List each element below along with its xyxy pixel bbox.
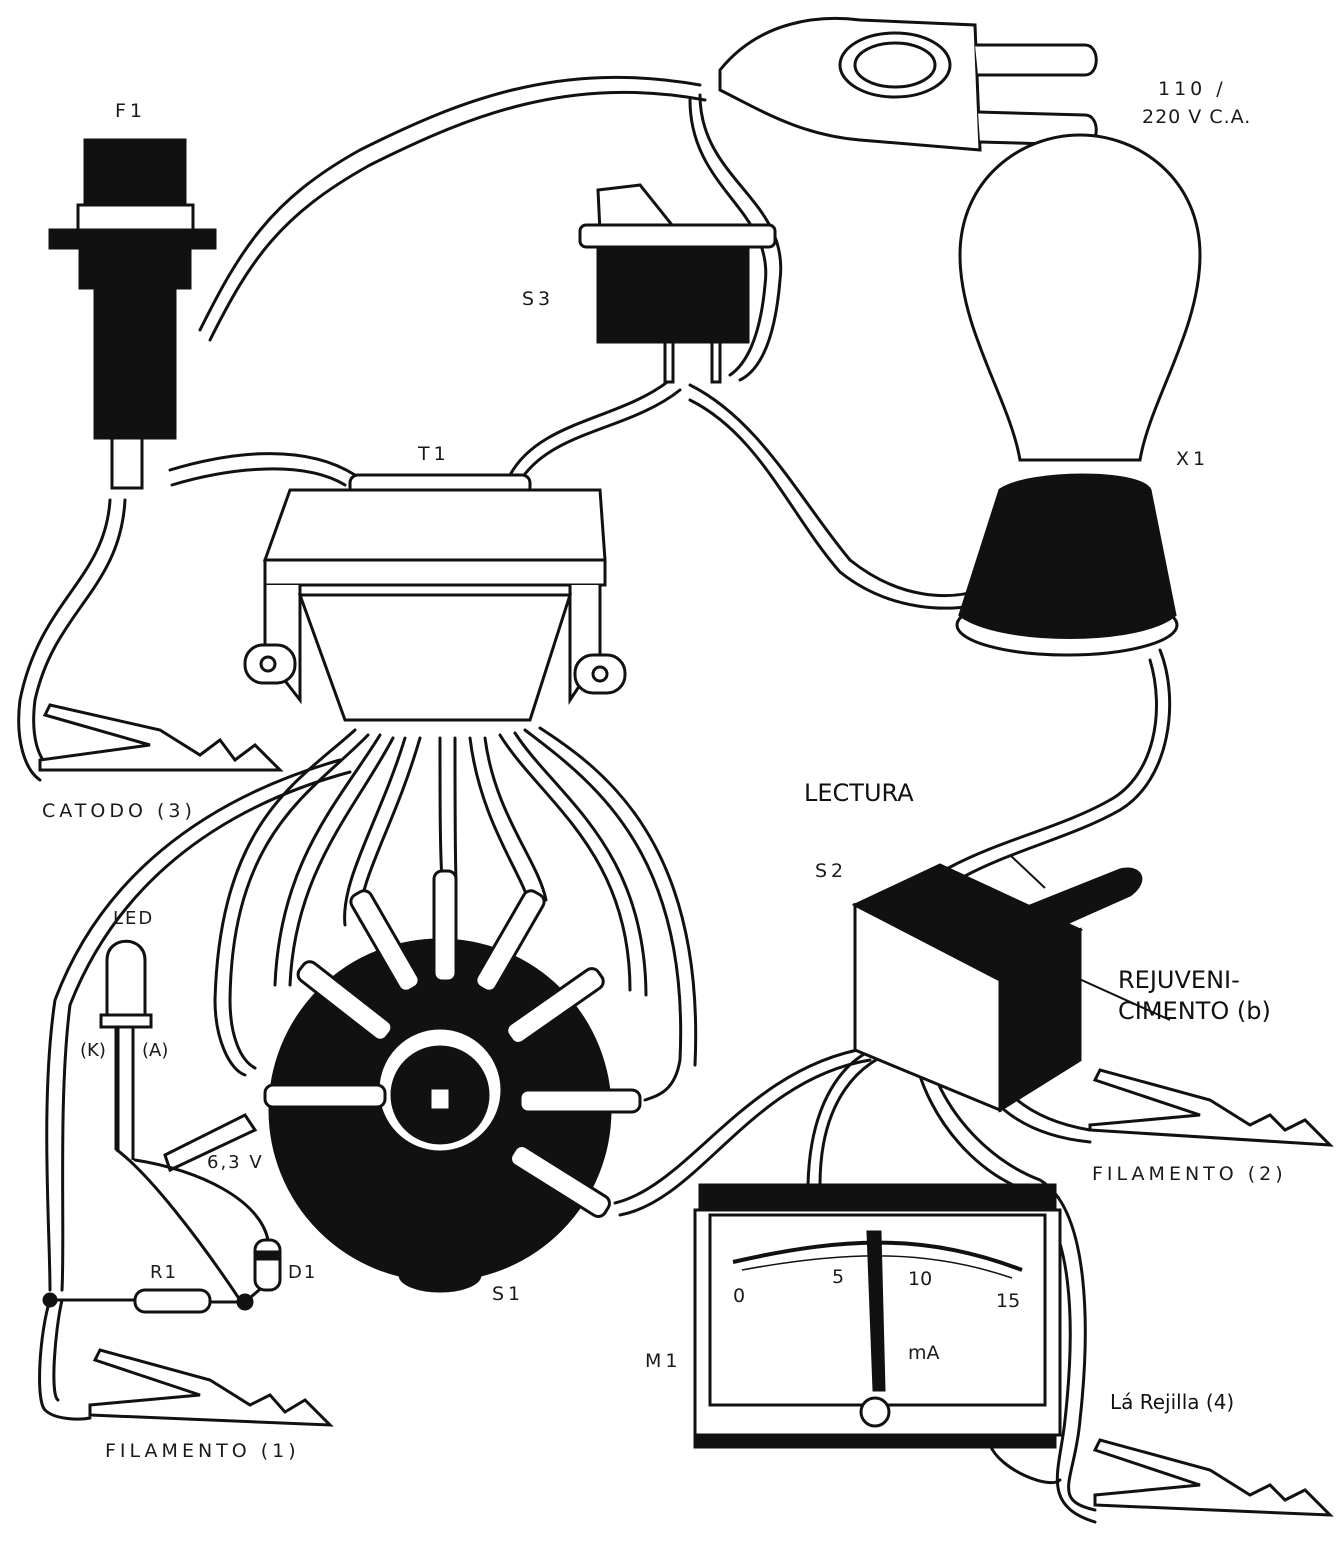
wire-s1-to-s2 — [613, 1046, 872, 1217]
led-anode-label: (A) — [142, 1040, 169, 1061]
panel-meter — [693, 1183, 1062, 1449]
diode — [253, 1238, 282, 1292]
meter-unit: mA — [908, 1342, 940, 1364]
rotary-switch-label: S1 — [492, 1283, 525, 1305]
meter-needle — [866, 1230, 886, 1392]
alligator-clip-filament2 — [1088, 1068, 1334, 1147]
wire-s2-to-meter — [806, 1043, 902, 1187]
rejuvenecimiento-label-line1: REJUVENI- — [1118, 966, 1240, 994]
cathode-clip-label: CATODO (3) — [42, 800, 196, 822]
transformer-label: T1 — [418, 443, 450, 465]
resistor-label: R1 — [150, 1262, 178, 1283]
resistor — [42, 1288, 254, 1314]
power-plug — [718, 17, 1098, 152]
wire-bundle-t1-to-s1 — [45, 726, 698, 1292]
led-label: LED — [113, 908, 155, 929]
lamp — [955, 133, 1202, 657]
wire-s3-to-lamp — [688, 383, 984, 610]
fuse-label: F1 — [115, 100, 147, 122]
s2-label: S2 — [815, 860, 848, 882]
alligator-clip-filament1 — [88, 1348, 334, 1427]
meter-scale-5: 5 — [832, 1266, 845, 1288]
meter-scale-10: 10 — [908, 1268, 933, 1290]
rejuvenecimiento-label-line2: CIMENTO (b) — [1118, 997, 1271, 1025]
filament1-clip-label: FILAMENTO (1) — [105, 1440, 300, 1462]
alligator-clip-cathode — [38, 703, 284, 772]
fuse-holder — [48, 138, 217, 490]
led — [99, 939, 153, 1160]
lectura-label: LECTURA — [804, 779, 914, 807]
meter-scale-15: 15 — [996, 1290, 1021, 1312]
rocker-switch — [578, 183, 777, 384]
wire-plug-to-s3 — [688, 93, 783, 382]
transformer — [243, 473, 627, 722]
lamp-label: X1 — [1176, 448, 1210, 470]
toggle-switch — [851, 854, 1171, 1113]
wire-fuse-to-plug — [198, 75, 707, 342]
led-cathode-label: (K) — [80, 1040, 106, 1061]
wire-fuse-to-t1 — [168, 452, 357, 487]
filament2-clip-label: FILAMENTO (2) — [1092, 1163, 1287, 1185]
meter-label: M1 — [645, 1350, 682, 1372]
alligator-clip-grid — [1092, 1438, 1334, 1517]
s3-label: S3 — [522, 288, 555, 310]
diode-label: D1 — [288, 1262, 318, 1283]
voltage-6v3-label: 6,3 V — [207, 1152, 264, 1173]
voltage-label-line2: 220 V C.A. — [1142, 106, 1252, 128]
wire-s3-to-t1 — [508, 378, 682, 480]
grid-clip-label: Lá Rejilla (4) — [1110, 1390, 1235, 1414]
meter-scale-0: 0 — [733, 1285, 746, 1307]
wire-fuse-to-cathode-clip — [17, 498, 127, 782]
voltage-label-line1: 110 / — [1158, 78, 1227, 100]
wire-meter-to-grid — [988, 1443, 1062, 1485]
rotary-switch — [263, 869, 642, 1293]
